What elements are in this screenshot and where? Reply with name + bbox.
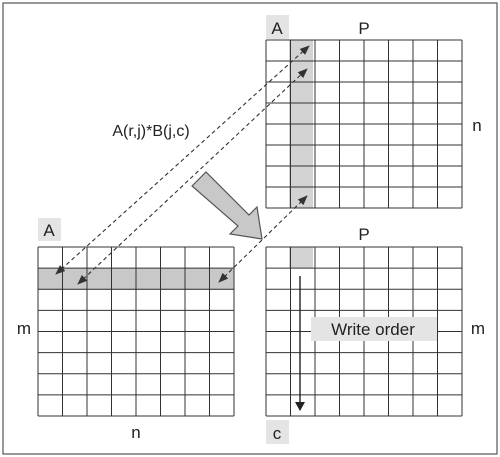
right-matrix-col-label: P — [358, 225, 369, 244]
right-matrix-corner-label: c — [273, 424, 282, 443]
big-diagonal-arrow-icon — [191, 171, 263, 240]
left-matrix-tag: A — [43, 221, 55, 240]
dashed-arrows — [55, 45, 310, 285]
top-matrix-col-label: P — [358, 19, 369, 38]
formula-label: A(r,j)*B(j,c) — [112, 123, 189, 140]
top-matrix-grid — [265, 39, 463, 209]
dashed-arrow-2 — [77, 68, 308, 285]
left-matrix-col-label: n — [131, 423, 140, 442]
dashed-arrow-1 — [55, 45, 310, 275]
left-matrix-row-label: m — [17, 319, 31, 338]
left-matrix-tag-bg — [38, 218, 61, 241]
write-order-label: Write order — [331, 320, 415, 339]
top-matrix-tag: A — [271, 19, 283, 38]
top-matrix-tag-bg — [266, 15, 289, 39]
top-matrix-row-label: n — [472, 116, 481, 135]
right-matrix-highlighted-cell — [289, 247, 313, 268]
right-matrix-row-label: m — [471, 319, 485, 338]
right-matrix-corner-label-bg — [266, 420, 289, 444]
write-order-label-bg — [311, 317, 437, 341]
